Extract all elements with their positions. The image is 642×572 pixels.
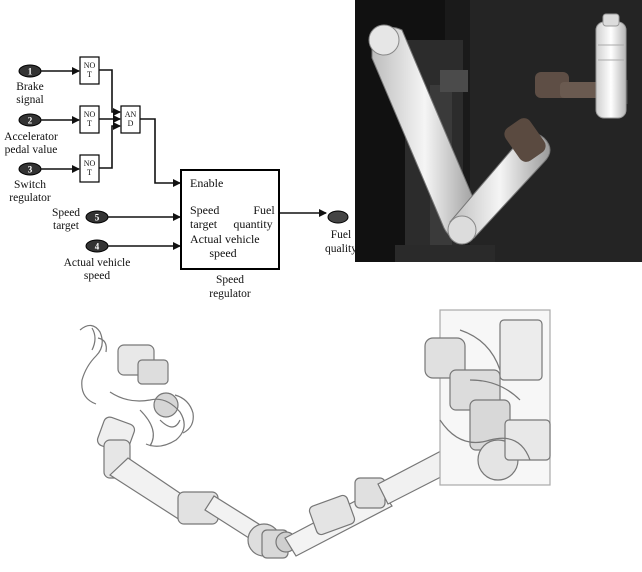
- block-speed-target-line-1: Speed: [190, 203, 219, 217]
- block-actual-speed-line-1: Actual vehicle: [190, 232, 260, 246]
- svg-text:5: 5: [95, 213, 100, 223]
- svg-text:2: 2: [28, 116, 33, 126]
- block-actual-speed-line-2: speed: [209, 246, 236, 260]
- input-5-label-line-2: target: [53, 220, 80, 232]
- input-1-label-line-1: Brake: [16, 81, 43, 93]
- output-label-line-1: Fuel: [331, 229, 351, 241]
- not-gate-2: NO T: [79, 105, 100, 134]
- right-hand-cluster: [424, 309, 551, 486]
- speed-regulator-block: Enable Speed target Fuel quantity Actual…: [180, 169, 280, 270]
- block-caption-line-1: Speed: [216, 274, 244, 286]
- input-2-label-line-2: pedal value: [5, 144, 58, 156]
- output-port: [327, 210, 349, 224]
- block-caption-line-2: regulator: [209, 288, 251, 300]
- svg-text:AN: AN: [125, 110, 137, 119]
- block-enable-label: Enable: [190, 176, 223, 190]
- input-2-label-line-1: Accelerator: [4, 131, 58, 143]
- svg-text:3: 3: [28, 165, 33, 175]
- svg-text:4: 4: [95, 242, 100, 252]
- input-port-3: 3: [18, 162, 42, 176]
- input-1-label-line-2: signal: [16, 94, 43, 106]
- input-4-label-line-1: Actual vehicle: [64, 257, 131, 269]
- block-diagram: 1 Brake signal 2 Accelerator pedal value…: [4, 56, 357, 300]
- wireframe-robot-render: [79, 309, 551, 559]
- left-arm-segments: [96, 416, 281, 557]
- and-gate: AN D: [120, 105, 141, 134]
- input-3-label-line-2: regulator: [9, 192, 51, 204]
- block-fuel-quantity-line-1: Fuel: [253, 203, 275, 217]
- wires: [41, 67, 327, 250]
- robot-arm-photo: [355, 0, 642, 262]
- not-gate-3: NO T: [79, 154, 100, 183]
- input-3-label-line-1: Switch: [14, 179, 46, 191]
- svg-text:T: T: [87, 168, 92, 177]
- svg-text:NO: NO: [84, 110, 96, 119]
- svg-text:D: D: [128, 119, 134, 128]
- block-fuel-quantity-line-2: quantity: [233, 217, 272, 231]
- left-hand-cluster: [79, 324, 194, 447]
- svg-text:NO: NO: [84, 61, 96, 70]
- block-speed-target-line-2: target: [190, 217, 218, 231]
- input-port-1: 1: [18, 64, 42, 78]
- input-port-4: 4: [85, 239, 109, 253]
- svg-text:NO: NO: [84, 159, 96, 168]
- input-4-label-line-2: speed: [84, 270, 110, 282]
- input-5-label-line-1: Speed: [52, 207, 80, 219]
- svg-text:1: 1: [28, 67, 33, 77]
- output-label-line-2: quality: [325, 243, 357, 255]
- svg-text:T: T: [87, 119, 92, 128]
- input-port-2: 2: [18, 113, 42, 127]
- input-port-5: 5: [85, 210, 109, 224]
- not-gate-1: NO T: [79, 56, 100, 85]
- svg-text:T: T: [87, 70, 92, 79]
